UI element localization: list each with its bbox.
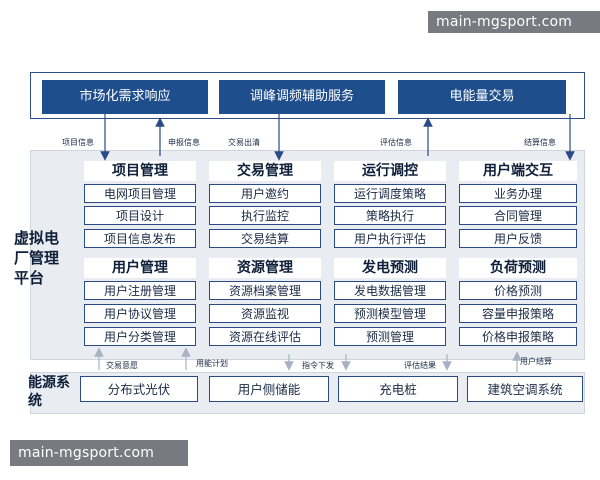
flow-label-settlement-info: 结算信息: [524, 138, 556, 147]
module-item: 预测管理: [334, 327, 446, 346]
user-storage-box: 用户侧储能: [209, 376, 329, 402]
module-item: 用户反馈: [459, 229, 577, 248]
energy-trading-box: 电能量交易: [398, 80, 566, 114]
flow-label-evaluation-result: 评估结果: [404, 361, 436, 370]
vpp-platform-label: 虚拟电厂管理平台: [14, 229, 60, 287]
module-item: 价格申报策略: [459, 327, 577, 346]
peak-frequency-regulation-box: 调峰调频辅助服务: [219, 80, 385, 114]
flow-label-evaluation-info: 评估信息: [380, 138, 412, 147]
module-title-project: 项目管理: [84, 161, 196, 181]
module-title-generation-forecast: 发电预测: [334, 258, 446, 278]
module-item: 用户邀约: [209, 184, 321, 203]
watermark-bottom: main-mgsport.com: [10, 440, 188, 466]
module-item: 业务办理: [459, 184, 577, 203]
module-item: 预测模型管理: [334, 304, 446, 323]
watermark-top: main-mgsport.com: [428, 11, 600, 33]
flow-label-clearing: 交易出清: [228, 138, 260, 147]
module-item: 交易结算: [209, 229, 321, 248]
module-item: 用户分类管理: [84, 327, 196, 346]
flow-label-project-info: 项目信息: [62, 138, 94, 147]
module-item: 用户协议管理: [84, 304, 196, 323]
energy-system-label: 能源系统: [28, 375, 70, 409]
module-title-trading: 交易管理: [209, 161, 321, 181]
module-item: 容量申报策略: [459, 304, 577, 323]
flow-label-command-issue: 指令下发: [302, 361, 334, 370]
module-item: 用户执行评估: [334, 229, 446, 248]
module-item: 发电数据管理: [334, 281, 446, 300]
charging-pile-box: 充电桩: [338, 376, 458, 402]
flow-label-energy-plan: 用能计划: [196, 359, 228, 368]
module-title-load-forecast: 负荷预测: [459, 258, 577, 278]
module-title-resource: 资源管理: [209, 258, 321, 278]
module-item: 项目设计: [84, 206, 196, 225]
module-item: 策略执行: [334, 206, 446, 225]
flow-label-declaration-info: 申报信息: [168, 138, 200, 147]
module-item: 资源档案管理: [209, 281, 321, 300]
building-hvac-box: 建筑空调系统: [467, 376, 583, 402]
flow-label-user-settlement: 用户结算: [520, 357, 552, 366]
module-item: 资源监视: [209, 304, 321, 323]
module-item: 运行调度策略: [334, 184, 446, 203]
module-item: 项目信息发布: [84, 229, 196, 248]
module-item: 电网项目管理: [84, 184, 196, 203]
module-item: 价格预测: [459, 281, 577, 300]
module-title-operation: 运行调控: [334, 161, 446, 181]
distributed-pv-box: 分布式光伏: [80, 376, 198, 402]
module-item: 合同管理: [459, 206, 577, 225]
module-title-user: 用户管理: [84, 258, 196, 278]
market-demand-response-box: 市场化需求响应: [42, 80, 208, 114]
flow-label-trading-willingness: 交易意愿: [106, 361, 138, 370]
module-item: 用户注册管理: [84, 281, 196, 300]
module-item: 资源在线评估: [209, 327, 321, 346]
module-item: 执行监控: [209, 206, 321, 225]
module-title-user-interaction: 用户端交互: [459, 161, 577, 181]
